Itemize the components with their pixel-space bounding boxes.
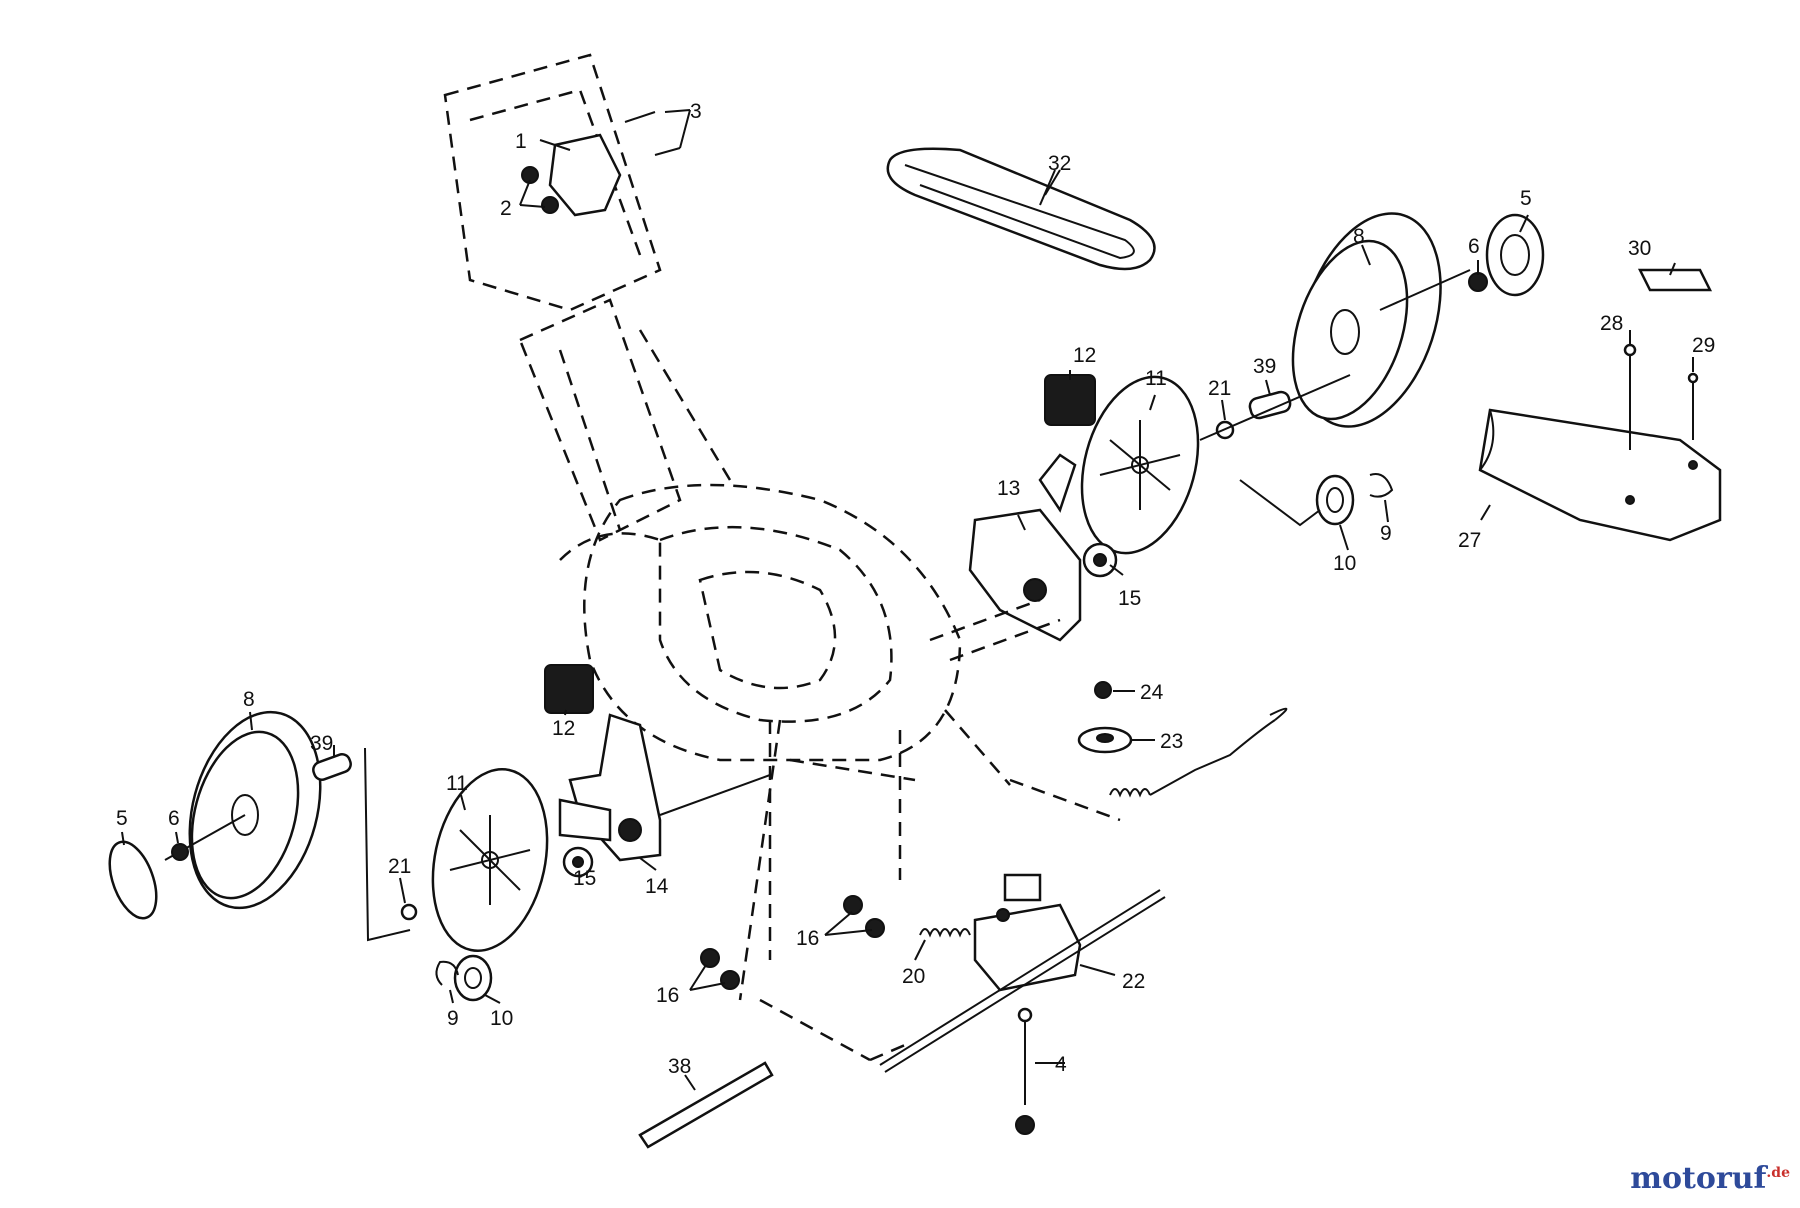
transmission-lines [738, 709, 1121, 1062]
label-15-right: 15 [1118, 587, 1141, 610]
label-29: 29 [1692, 334, 1715, 357]
right-bearing [1082, 542, 1118, 578]
label-16-lower: 16 [656, 984, 679, 1007]
label-15-left: 15 [573, 867, 596, 890]
handle-outline [443, 53, 732, 542]
left-pulley-wheel [431, 768, 549, 952]
label-32: 32 [1048, 152, 1071, 175]
nuts-16 [700, 895, 885, 990]
left-washer [400, 903, 418, 921]
label-3: 3 [690, 100, 702, 123]
left-gear [435, 954, 493, 1002]
label-10-right: 10 [1333, 552, 1356, 575]
right-wheel [1291, 212, 1471, 428]
rod-38 [638, 1061, 774, 1149]
label-22: 22 [1122, 970, 1145, 993]
label-1: 1 [515, 130, 527, 153]
screw-28 [1623, 343, 1637, 450]
leader-lines [121, 169, 1694, 1091]
label-9-left: 9 [447, 1007, 459, 1030]
label-9-right: 9 [1380, 522, 1392, 545]
part-labels: 1 2 3 32 8 6 5 30 28 29 12 11 21 39 13 1… [116, 100, 1715, 1078]
drive-belt [886, 147, 1156, 271]
pulley-23 [1077, 726, 1133, 754]
left-nut [171, 843, 189, 861]
label-16-upper: 16 [796, 927, 819, 950]
label-5-left: 5 [116, 807, 128, 830]
left-pad [544, 664, 594, 714]
label-12-right: 12 [1073, 344, 1096, 367]
label-39-left: 39 [310, 732, 333, 755]
label-14: 14 [645, 875, 669, 898]
label-30: 30 [1628, 237, 1651, 260]
label-6-right: 6 [1468, 235, 1480, 258]
right-bracket [968, 453, 1082, 642]
rear-cover [1478, 408, 1722, 542]
label-11-right: 11 [1145, 367, 1167, 390]
label-13: 13 [997, 477, 1020, 500]
handle-bracket [519, 109, 691, 217]
right-nut [1468, 272, 1488, 292]
label-10-left: 10 [490, 1007, 513, 1030]
right-washer-spacer [1199, 374, 1351, 441]
label-23: 23 [1160, 730, 1183, 753]
watermark-logo: motoruf.de [1630, 1161, 1790, 1196]
spring-20 [919, 928, 971, 938]
label-2: 2 [500, 197, 512, 220]
left-hub-cap [108, 840, 158, 920]
label-39-right: 39 [1253, 355, 1276, 378]
right-gear [1239, 473, 1394, 527]
bolt-4 [1015, 1007, 1035, 1135]
right-pulley-wheel [1080, 375, 1200, 555]
watermark-suffix: .de [1766, 1165, 1790, 1181]
label-5-right: 5 [1520, 187, 1532, 210]
label-8-right: 8 [1353, 225, 1365, 248]
label-38: 38 [668, 1055, 691, 1078]
label-11-left: 11 [446, 772, 468, 795]
label-28: 28 [1600, 312, 1623, 335]
screw-29 [1687, 372, 1699, 440]
transmission-22 [973, 873, 1082, 992]
axle-rod [879, 889, 1166, 1073]
left-bearing [562, 846, 594, 878]
decal-30 [1637, 268, 1713, 292]
label-8-left: 8 [243, 688, 255, 711]
control-cable [1109, 707, 1288, 798]
label-12-left: 12 [552, 717, 575, 740]
right-axle-line [929, 598, 1061, 662]
right-hub-cap [1485, 213, 1545, 297]
label-27: 27 [1458, 529, 1481, 552]
deck-outline [559, 483, 962, 762]
label-21-right: 21 [1208, 377, 1231, 400]
nut-24 [1094, 681, 1112, 699]
left-wheel [164, 710, 322, 910]
left-spacer [312, 747, 411, 942]
right-pad [1044, 374, 1096, 426]
left-bracket [558, 713, 771, 862]
label-6-left: 6 [168, 807, 180, 830]
label-20: 20 [902, 965, 925, 988]
label-21-left: 21 [388, 855, 411, 878]
label-4: 4 [1055, 1053, 1067, 1076]
watermark-brand: motoruf [1630, 1161, 1767, 1196]
label-24: 24 [1140, 681, 1164, 704]
